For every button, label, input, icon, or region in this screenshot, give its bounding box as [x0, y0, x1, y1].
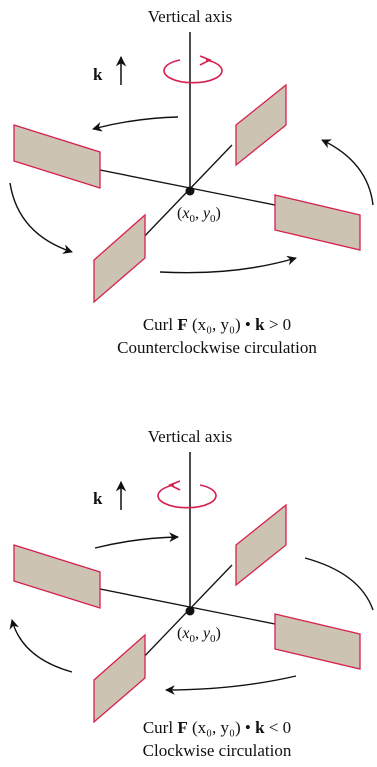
top-panel-back — [235, 83, 287, 167]
top-point-label: (x0, y0) — [177, 205, 221, 225]
bottom-circ-arrow-left — [9, 619, 73, 673]
bottom-diagram: Vertical axis k (x0, y0) Curl F (x₀, y₀)… — [9, 427, 374, 760]
bottom-point-label: (x0, y0) — [177, 625, 221, 645]
bottom-caption-line1: Curl F (x₀, y₀) • k < 0 — [143, 718, 291, 737]
bottom-vertical-axis-label: Vertical axis — [148, 427, 233, 446]
top-panel-left — [13, 124, 101, 189]
bottom-circ-arrow-bottom — [165, 675, 297, 695]
bottom-caption-line2: Clockwise circulation — [143, 741, 292, 760]
bottom-panel-right — [274, 613, 361, 670]
top-diagram: Vertical axis k (x0, y0) Curl F (x₀, y₀)… — [9, 7, 374, 357]
bottom-origin-point — [185, 606, 195, 616]
bottom-circ-arrow-upper-left — [94, 532, 179, 549]
bottom-axis-line-b — [137, 564, 233, 664]
bottom-panel-back — [235, 503, 287, 587]
top-caption-line2: Counterclockwise circulation — [117, 338, 317, 357]
bottom-panel-left — [13, 544, 101, 609]
top-circ-arrow-right — [321, 139, 374, 206]
bottom-k-label: k — [93, 489, 103, 508]
bottom-circ-arrow-right — [304, 557, 374, 611]
top-origin-point — [185, 186, 195, 196]
top-panel-right — [274, 194, 361, 251]
top-caption-line1: Curl F (x₀, y₀) • k > 0 — [143, 315, 291, 334]
top-rotation-indicator — [163, 55, 223, 84]
top-circ-arrow-upper-left — [92, 116, 179, 132]
top-k-label: k — [93, 65, 103, 84]
top-circ-arrow-bottom — [159, 255, 297, 274]
top-circ-arrow-left — [9, 182, 73, 254]
top-axis-line-b — [137, 144, 233, 244]
bottom-panel-front — [93, 633, 146, 724]
top-panel-front — [93, 213, 146, 304]
bottom-rotation-indicator — [157, 480, 217, 509]
top-vertical-axis-label: Vertical axis — [148, 7, 233, 26]
